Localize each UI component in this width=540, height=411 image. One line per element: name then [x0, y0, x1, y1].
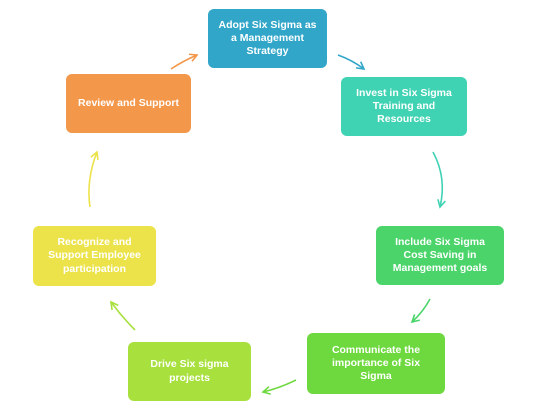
- arrow-adopt-to-invest: [337, 54, 365, 70]
- arrow-communicate-to-drive: [262, 379, 297, 393]
- arrow-communicate-to-drive-head: [261, 386, 271, 395]
- arrow-invest-to-include: [432, 151, 444, 208]
- step-drive-projects: Drive Six sigma projects: [128, 342, 251, 401]
- arrow-review-to-adopt: [170, 54, 198, 70]
- step-label: Review and Support: [78, 96, 179, 109]
- step-invest-training: Invest in Six Sigma Training and Resourc…: [341, 77, 467, 136]
- step-review-support: Review and Support: [66, 74, 191, 133]
- arrow-include-to-communicate-head: [410, 314, 420, 324]
- step-label: Invest in Six Sigma Training and Resourc…: [356, 86, 452, 126]
- step-label: Adopt Six Sigma as a Management Strategy: [218, 18, 317, 58]
- arrow-review-to-adopt-head: [188, 53, 199, 62]
- step-label: Communicate the importance of Six Sigma: [331, 343, 421, 383]
- arrow-recognize-to-review-head: [90, 150, 99, 161]
- step-recognize-support: Recognize and Support Employee participa…: [33, 226, 156, 286]
- arrow-recognize-to-review: [88, 151, 98, 208]
- arrow-adopt-to-invest-head: [355, 61, 366, 71]
- step-adopt-six-sigma: Adopt Six Sigma as a Management Strategy: [208, 9, 327, 68]
- step-communicate-importance: Communicate the importance of Six Sigma: [307, 333, 445, 394]
- step-include-cost-saving: Include Six Sigma Cost Saving in Managem…: [376, 226, 504, 285]
- arrow-drive-to-recognize-head: [110, 300, 119, 311]
- step-label: Drive Six sigma projects: [150, 358, 229, 384]
- arrow-include-to-communicate: [411, 298, 431, 323]
- arrow-invest-to-include-head: [437, 199, 446, 209]
- step-label: Recognize and Support Employee participa…: [48, 236, 141, 275]
- step-label: Include Six Sigma Cost Saving in Managem…: [392, 235, 488, 275]
- arrow-drive-to-recognize: [110, 301, 136, 331]
